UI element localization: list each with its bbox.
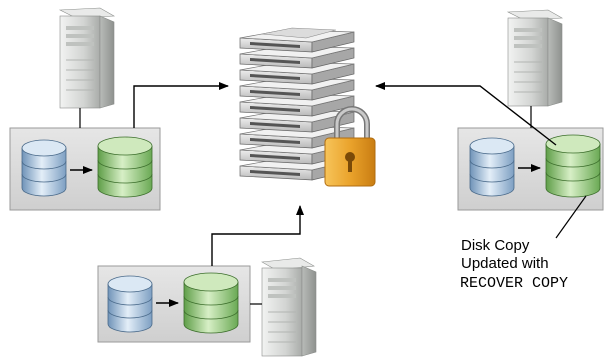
database-icon	[469, 137, 515, 197]
server-icon	[506, 9, 564, 107]
database-icon	[107, 275, 153, 333]
bottom-database-panel	[97, 265, 251, 343]
annotation-line-1: Disk Copy	[461, 237, 530, 254]
database-icon	[21, 139, 67, 197]
annotation-leader	[555, 195, 587, 239]
server-icon	[58, 7, 116, 109]
storage-slab	[239, 45, 355, 69]
database-copy-icon	[97, 136, 153, 198]
server-icon	[261, 257, 317, 357]
annotation-line-2: Updated with	[461, 255, 549, 272]
storage-top-plate	[261, 27, 337, 39]
backup-arrow-left	[133, 82, 229, 128]
backup-arrow-bottom	[211, 205, 304, 266]
annotation-command: RECOVER COPY	[460, 275, 568, 292]
storage-array-icon	[239, 27, 355, 181]
database-copy-icon	[183, 272, 239, 334]
padlock-icon	[324, 106, 376, 187]
left-database-panel	[9, 127, 161, 211]
database-copy-icon	[545, 134, 601, 198]
backup-arrow-right	[375, 82, 557, 146]
right-database-panel	[457, 127, 604, 211]
